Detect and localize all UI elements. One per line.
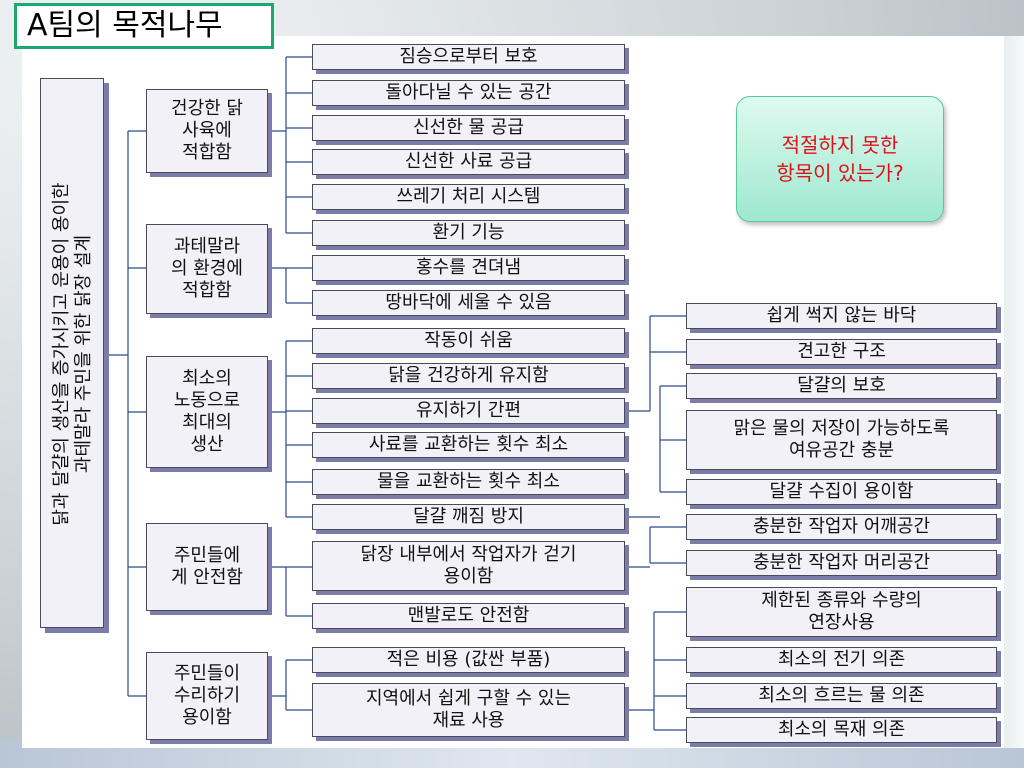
leaf-label: 견고한 구조: [797, 341, 886, 362]
leaf-label: 최소의 전기 의존: [777, 649, 906, 670]
leaf-box: 달걀의 보호: [686, 373, 997, 399]
mid-label: 쓰레기 처리 시스템: [396, 186, 541, 207]
mid-label: 땅바닥에 세울 수 있음: [385, 292, 552, 313]
leaf-box: 최소의 목재 의존: [686, 717, 997, 743]
mid-label: 환기 기능: [432, 222, 505, 243]
goal-line: 최소의: [182, 368, 232, 389]
mid-box: 맨발로도 안전함: [312, 603, 625, 629]
mid-label: 짐승으로부터 보호: [399, 46, 538, 67]
root-line1: 닭과 달걀의 생산을 증가시키고 운용이 용이한: [51, 182, 72, 526]
leaf-box: 달걀 수집이 용이함: [686, 479, 997, 505]
mid-box: 쓰레기 처리 시스템: [312, 184, 625, 210]
mid-box: 돌아다닐 수 있는 공간: [312, 80, 625, 106]
mid-label: 홍수를 견뎌냄: [415, 257, 522, 278]
mid-label: 물을 교환하는 횟수 최소: [377, 471, 560, 492]
mid-label: 지역에서 쉽게 구할 수 있는: [365, 688, 572, 709]
goal-line: 적합함: [182, 142, 232, 163]
mid-label: 적은 비용 (값싼 부품): [386, 649, 551, 670]
mid-box: 땅바닥에 세울 수 있음: [312, 290, 625, 316]
mid-label: 맨발로도 안전함: [407, 605, 530, 626]
goal-line: 주민들이: [173, 663, 241, 684]
goal-line: 건강한 닭: [171, 98, 243, 119]
right-edge-strip: [1004, 36, 1024, 748]
root-objective-text: 닭과 달걀의 생산을 증가시키고 운용이 용이한 과테말라 주민을 위한 닭장 …: [51, 84, 95, 624]
goal-line: 수리하기: [173, 685, 241, 706]
mid-label: 닭장 내부에서 작업자가 걷기: [360, 544, 577, 565]
mid-label: 작동이 쉬움: [424, 330, 513, 351]
mid-box: 닭을 건강하게 유지함: [312, 363, 625, 389]
goal-line: 게 안전함: [171, 567, 243, 588]
mid-label: 재료 사용: [432, 710, 505, 731]
leaf-label: 제한된 종류와 수량의: [761, 590, 922, 611]
goal-line: 과테말라: [173, 236, 241, 257]
leaf-box: 충분한 작업자 머리공간: [686, 550, 997, 576]
goal-line: 생산: [190, 434, 224, 455]
goal-line: 의 환경에: [171, 258, 243, 279]
leaf-label: 쉽게 썩지 않는 바닥: [766, 305, 917, 326]
mid-label: 신선한 물 공급: [413, 117, 524, 138]
leaf-box: 최소의 흐르는 물 의존: [686, 683, 997, 709]
mid-label: 돌아다닐 수 있는 공간: [385, 82, 552, 103]
goal-line: 적합함: [182, 280, 232, 301]
leaf-label: 충분한 작업자 머리공간: [752, 552, 931, 573]
mid-box: 환기 기능: [312, 220, 625, 246]
leaf-label: 최소의 목재 의존: [777, 719, 906, 740]
goal-line: 용이함: [182, 707, 232, 728]
leaf-box: 충분한 작업자 어깨공간: [686, 514, 997, 540]
goal-line: 노동으로: [173, 390, 241, 411]
question-line1: 적절하지 못한: [781, 133, 899, 157]
leaf-label: 연장사용: [808, 612, 875, 633]
root-objective-box: 닭과 달걀의 생산을 증가시키고 운용이 용이한 과테말라 주민을 위한 닭장 …: [40, 78, 104, 628]
goal-line: 최대의: [182, 412, 232, 433]
mid-box: 달걀 깨짐 방지: [312, 504, 625, 530]
mid-box: 유지하기 간편: [312, 398, 625, 424]
leaf-box: 쉽게 썩지 않는 바닥: [686, 303, 997, 329]
mid-box: 신선한 물 공급: [312, 115, 625, 141]
mid-label: 닭을 건강하게 유지함: [388, 365, 549, 386]
mid-label: 유지하기 간편: [415, 400, 522, 421]
leaf-label: 여유공간 충분: [788, 440, 895, 461]
root-line2: 과테말라 주민을 위한 닭장 설계: [73, 234, 94, 474]
leaf-label: 최소의 흐르는 물 의존: [758, 685, 925, 706]
mid-box: 홍수를 견뎌냄: [312, 255, 625, 281]
mid-label: 달걀 깨짐 방지: [413, 506, 524, 527]
leaf-label: 맑은 물의 저장이 가능하도록: [733, 418, 950, 439]
mid-box: 짐승으로부터 보호: [312, 44, 625, 70]
page-title: A팀의 목적나무: [14, 3, 274, 49]
mid-box: 물을 교환하는 횟수 최소: [312, 469, 625, 495]
leaf-label: 달걀 수집이 용이함: [769, 481, 914, 502]
mid-box: 신선한 사료 공급: [312, 149, 625, 175]
mid-label: 신선한 사료 공급: [404, 151, 533, 172]
mid-label: 사료를 교환하는 횟수 최소: [368, 434, 569, 455]
leaf-label: 달걀의 보호: [797, 375, 886, 396]
question-line2: 항목이 있는가?: [776, 161, 904, 185]
goal-line: 주민들에: [173, 545, 241, 566]
mid-box: 적은 비용 (값싼 부품): [312, 647, 625, 673]
leaf-label: 충분한 작업자 어깨공간: [752, 516, 931, 537]
mid-box: 작동이 쉬움: [312, 328, 625, 354]
mid-box: 사료를 교환하는 횟수 최소: [312, 432, 625, 458]
leaf-box: 최소의 전기 의존: [686, 647, 997, 673]
mid-label: 용이함: [443, 566, 494, 587]
goal-line: 사육에: [182, 120, 232, 141]
leaf-box: 견고한 구조: [686, 339, 997, 365]
question-callout: 적절하지 못한 항목이 있는가?: [736, 96, 944, 222]
